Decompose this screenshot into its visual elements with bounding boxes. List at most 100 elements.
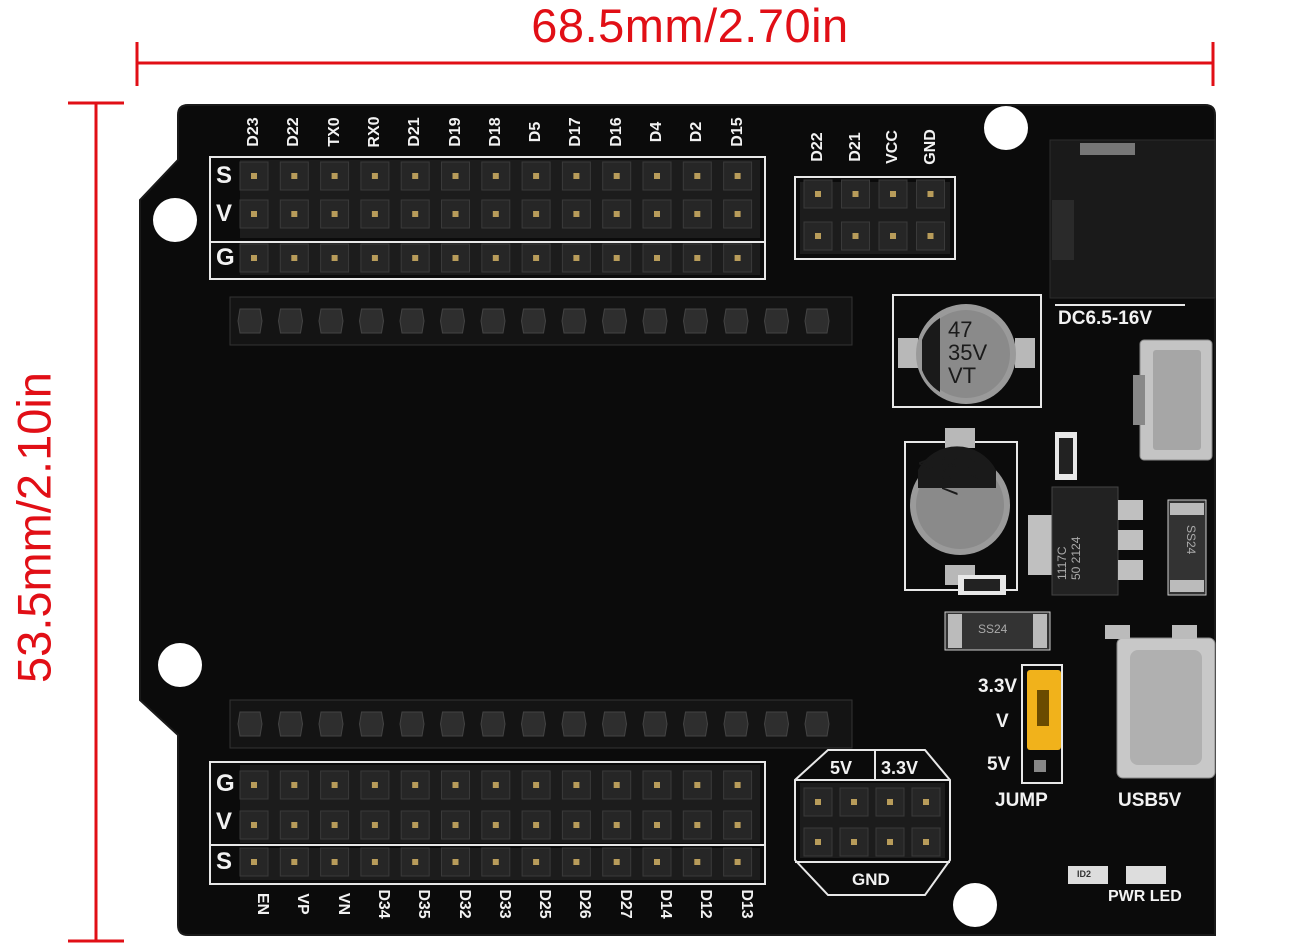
pin	[734, 822, 741, 828]
socket-hole	[277, 711, 304, 737]
pin	[533, 255, 540, 261]
pin	[613, 173, 620, 179]
pin	[452, 782, 459, 788]
power-pin-array	[803, 787, 941, 857]
socket-hole	[318, 308, 344, 334]
pin-housing	[642, 847, 672, 877]
pin	[694, 782, 701, 788]
pin	[887, 839, 893, 845]
pin-label: D33	[495, 889, 513, 919]
pin	[573, 173, 580, 179]
pin-housing	[561, 847, 591, 877]
socket-hole	[358, 308, 385, 334]
pin-label: D17	[567, 117, 585, 147]
pin	[492, 859, 499, 865]
row-label: V	[216, 808, 233, 835]
diode-right-marking: SS24	[1184, 525, 1198, 555]
pin	[573, 255, 580, 261]
pin	[492, 822, 499, 828]
pin	[291, 859, 298, 865]
row-label: S	[216, 162, 233, 189]
pin	[573, 211, 580, 217]
row-label: G	[216, 770, 235, 797]
regulator-marking: 1117C 50 2124	[1055, 537, 1083, 580]
pin	[694, 859, 701, 865]
pin	[331, 782, 338, 788]
i2c-pin-array	[803, 179, 945, 251]
pin	[654, 859, 660, 865]
socket-hole	[520, 711, 547, 737]
pin	[694, 822, 701, 828]
pin	[890, 191, 896, 197]
smd-resistor	[1055, 432, 1077, 480]
pin	[331, 173, 338, 179]
pin	[533, 822, 540, 828]
capacitor-upper-marking: 47 35V VT	[948, 318, 987, 387]
pin-housing	[320, 770, 350, 800]
pin	[452, 822, 459, 828]
pin	[815, 233, 821, 239]
pin	[734, 255, 741, 261]
pin	[654, 173, 660, 179]
pin-label: GND	[921, 129, 939, 165]
pin	[927, 191, 934, 197]
diode-right	[1167, 499, 1207, 596]
pin	[734, 859, 741, 865]
pin	[291, 782, 298, 788]
pin-label: D14	[657, 889, 674, 919]
pin-label: D18	[486, 117, 504, 147]
top-pin-array	[239, 161, 753, 273]
pin-label: D13	[737, 889, 755, 919]
pin-housing	[320, 810, 350, 840]
jump-label: JUMP	[995, 790, 1048, 811]
pin	[492, 782, 499, 788]
pin-label: D21	[406, 117, 424, 147]
pwr-led-label: PWR LED	[1108, 888, 1182, 905]
pin-label: D34	[374, 889, 392, 919]
pin	[371, 782, 378, 788]
pin	[492, 255, 499, 261]
socket-hole	[318, 711, 344, 737]
pin-label: D26	[576, 889, 594, 919]
pin	[852, 233, 859, 239]
pin	[734, 211, 741, 217]
pin	[533, 782, 540, 788]
pin-label: D22	[809, 132, 826, 162]
cap-series-text: VT	[948, 363, 977, 388]
pin	[613, 782, 620, 788]
pin	[291, 255, 298, 261]
cap-voltage-text-2: 35V	[937, 456, 962, 496]
pin	[890, 233, 896, 239]
socket-hole	[277, 308, 304, 334]
pin	[412, 173, 419, 179]
pin-label: D22	[285, 117, 303, 147]
smd-resistor-2	[958, 575, 1006, 595]
pin-label: D2	[688, 121, 706, 143]
pin	[331, 822, 338, 828]
pin	[654, 255, 660, 261]
pin	[251, 211, 257, 217]
micro-usb-connector	[1133, 339, 1213, 461]
jumper-3v3-label: 3.3V	[978, 676, 1018, 697]
pin	[331, 211, 338, 217]
pin	[927, 233, 934, 239]
pin	[331, 859, 338, 865]
jumper-v-label: V	[996, 711, 1009, 732]
pin-label: D35	[415, 889, 433, 919]
pin-label: D23	[245, 117, 262, 147]
pin	[412, 822, 419, 828]
pin	[694, 211, 701, 217]
pin	[251, 822, 257, 828]
socket-hole	[480, 308, 506, 334]
socket-hole	[682, 308, 709, 334]
pin	[923, 839, 929, 845]
socket-hole	[723, 711, 749, 737]
pin	[613, 859, 620, 865]
pin-housing	[441, 847, 470, 877]
pin	[371, 211, 378, 217]
pin-label: D12	[697, 889, 715, 919]
pin	[694, 255, 701, 261]
pin-label: VN	[334, 892, 352, 916]
pin	[412, 255, 419, 261]
